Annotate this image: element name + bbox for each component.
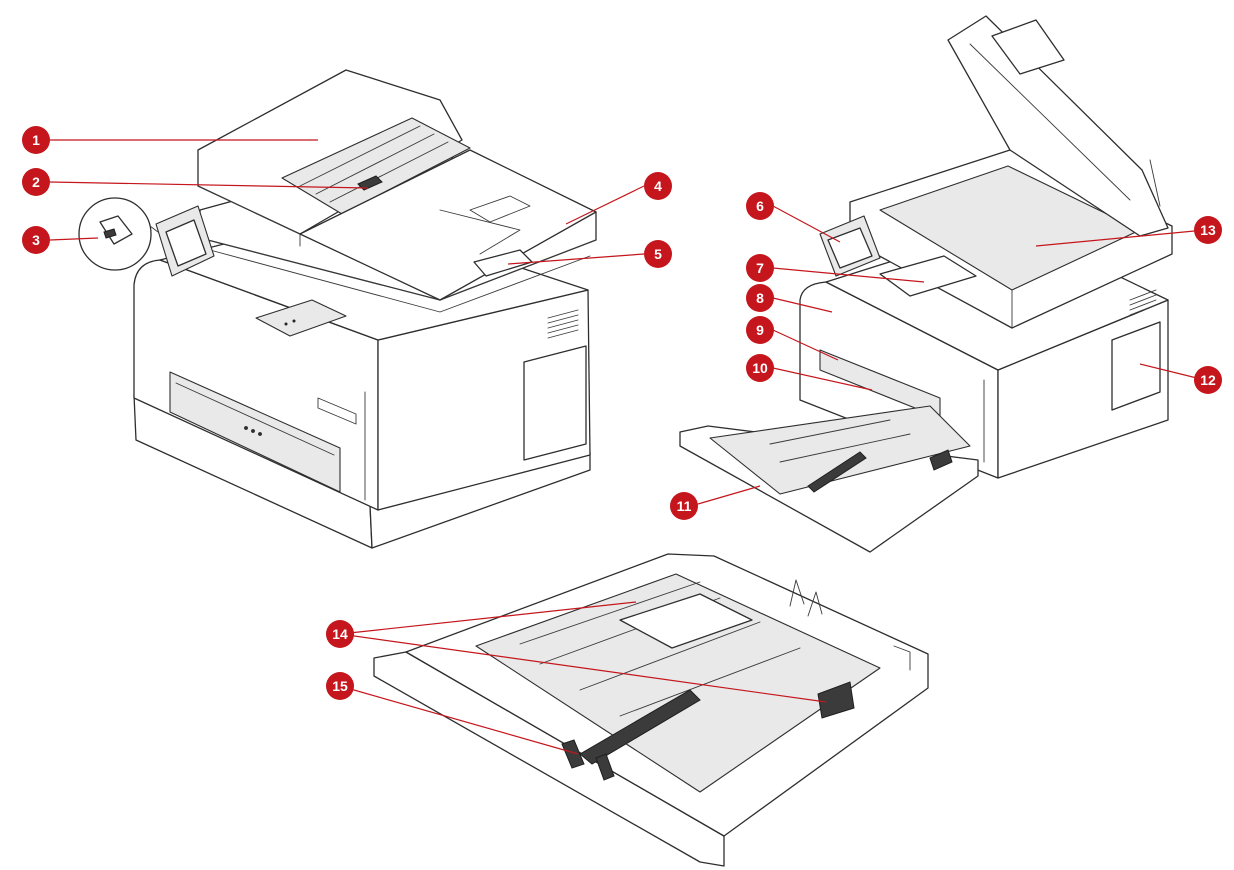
callout-14: 14 (326, 620, 354, 648)
printer-open-view (679, 15, 1173, 553)
callout-number: 12 (1200, 372, 1216, 388)
callout-number: 14 (332, 626, 348, 642)
side-vent (547, 309, 579, 339)
leader-6 (772, 205, 841, 243)
callout-dot (1194, 216, 1222, 244)
callout-12: 12 (1194, 366, 1222, 394)
leader-3 (49, 237, 99, 241)
callout-dot (22, 168, 50, 196)
callout-dot (22, 226, 50, 254)
callout-9: 9 (746, 316, 774, 344)
callout-number: 5 (654, 246, 662, 262)
callout-number: 11 (677, 498, 692, 514)
leader-2 (49, 181, 369, 189)
callout-number: 7 (756, 260, 764, 276)
callout-7: 7 (746, 254, 774, 282)
callout-dot (644, 172, 672, 200)
callout-3: 3 (22, 226, 50, 254)
callout-10: 10 (746, 354, 774, 382)
leader-lines (49, 139, 1206, 755)
callout-dot (746, 354, 774, 382)
callout-1: 1 (22, 126, 50, 154)
leader-9 (772, 329, 839, 361)
printer-front-view (78, 69, 597, 549)
leader-10 (772, 367, 873, 391)
callout-number: 15 (332, 678, 348, 694)
callout-11: 11 (670, 492, 698, 520)
callout-6: 6 (746, 192, 774, 220)
leader-8 (772, 297, 833, 313)
callout-number: 3 (32, 232, 40, 248)
callout-number: 1 (32, 132, 40, 148)
paper-tray-detail (373, 553, 929, 867)
callout-number: 13 (1200, 222, 1216, 238)
callout-dot (22, 126, 50, 154)
callout-number: 10 (752, 360, 768, 376)
callout-dot (746, 316, 774, 344)
callout-dot (746, 254, 774, 282)
callout-number: 2 (32, 174, 40, 190)
leader-14b (339, 633, 827, 703)
leader-5 (507, 253, 645, 265)
callout-number: 9 (756, 322, 764, 338)
callout-dot (746, 192, 774, 220)
callout-13: 13 (1194, 216, 1222, 244)
callout-5: 5 (644, 240, 672, 268)
callout-dot (1194, 366, 1222, 394)
callout-dot (326, 620, 354, 648)
callout-2: 2 (22, 168, 50, 196)
leader-12 (1139, 363, 1206, 381)
callout-number: 6 (756, 198, 764, 214)
leader-15 (339, 685, 579, 755)
side-vent-b (1129, 289, 1157, 316)
leader-4 (565, 185, 645, 225)
callout-15: 15 (326, 672, 354, 700)
leader-11 (697, 485, 761, 505)
leader-7 (772, 267, 925, 283)
callout-8: 8 (746, 284, 774, 312)
leader-13 (1035, 229, 1206, 247)
callout-dot (746, 284, 774, 312)
callout-4: 4 (644, 172, 672, 200)
leader-14a (339, 601, 637, 635)
callout-number: 4 (654, 178, 662, 194)
callout-dot (670, 492, 698, 520)
callout-dot (644, 240, 672, 268)
callout-dot (326, 672, 354, 700)
callout-number: 8 (756, 290, 764, 306)
